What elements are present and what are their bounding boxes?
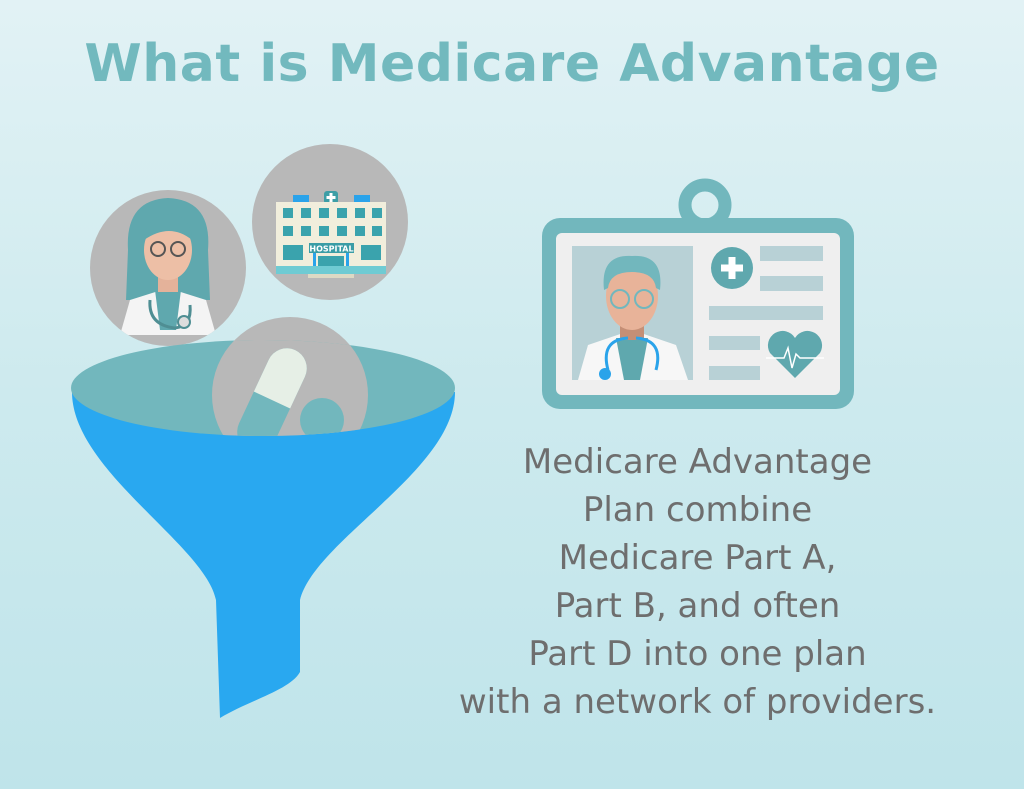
description-line: Part D into one plan xyxy=(528,634,867,674)
medical-id-card-icon xyxy=(542,178,854,409)
hospital-sign: HOSPITAL xyxy=(309,245,353,254)
description: Medicare Advantage Plan combine Medicare… xyxy=(430,438,965,726)
description-line: Plan combine xyxy=(582,490,813,530)
description-line: Medicare Part A, xyxy=(558,538,837,578)
description-line: with a network of providers. xyxy=(458,682,937,722)
female-doctor-icon xyxy=(90,190,246,346)
funnel-icon xyxy=(71,340,455,718)
description-line: Part B, and often xyxy=(554,586,841,626)
description-line: Medicare Advantage xyxy=(522,442,873,482)
hospital-icon: HOSPITAL xyxy=(252,144,408,300)
page-title: What is Medicare Advantage xyxy=(84,34,940,94)
